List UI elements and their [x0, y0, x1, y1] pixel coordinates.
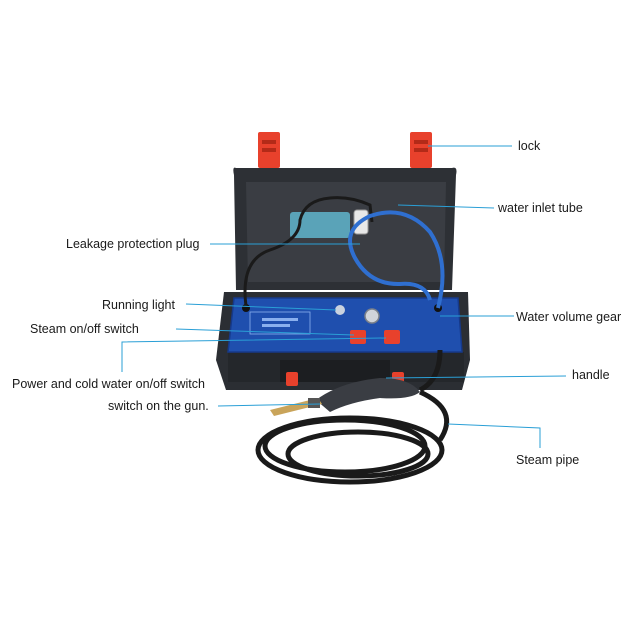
lock-latch-left: [258, 132, 280, 168]
steam-pipe: [255, 349, 450, 485]
lock-latch-right: [410, 132, 432, 168]
control-panel: [227, 297, 463, 353]
leader-line-steam-switch: [175, 328, 355, 336]
leader-line-water-inlet-tube: [397, 204, 495, 209]
power-switch-button: [384, 330, 400, 344]
leader-line-handle: [385, 375, 567, 379]
lid-sticker: [290, 212, 350, 238]
label-steam-pipe: Steam pipe: [516, 453, 580, 467]
label-water-inlet-tube: water inlet tube: [498, 201, 583, 215]
power-cord: [243, 196, 374, 307]
label-water-volume-gear: Water volume gear: [516, 310, 622, 324]
leader-line-running-light: [185, 303, 337, 311]
steam-switch-button: [350, 330, 366, 344]
leader-line-power-switch: [121, 337, 387, 372]
leader-line-gun-switch: [217, 403, 321, 407]
label-gun-switch: switch on the gun.: [108, 399, 209, 413]
case-lid: [233, 167, 457, 290]
front-latch-left: [286, 372, 298, 386]
steam-gun: [270, 378, 420, 416]
running-light-indicator: [335, 305, 345, 315]
label-running-light: Running light: [102, 298, 175, 312]
label-lock: lock: [518, 139, 541, 153]
label-leakage-protection-plug: Leakage protection plug: [66, 237, 200, 251]
label-steam-switch: Steam on/off switch: [30, 322, 139, 336]
water-volume-knob: [364, 308, 380, 324]
water-inlet-tube: [348, 210, 445, 309]
label-handle: handle: [572, 368, 610, 382]
label-power-switch: Power and cold water on/off switch: [12, 377, 205, 391]
leader-line-steam-pipe: [447, 423, 541, 448]
